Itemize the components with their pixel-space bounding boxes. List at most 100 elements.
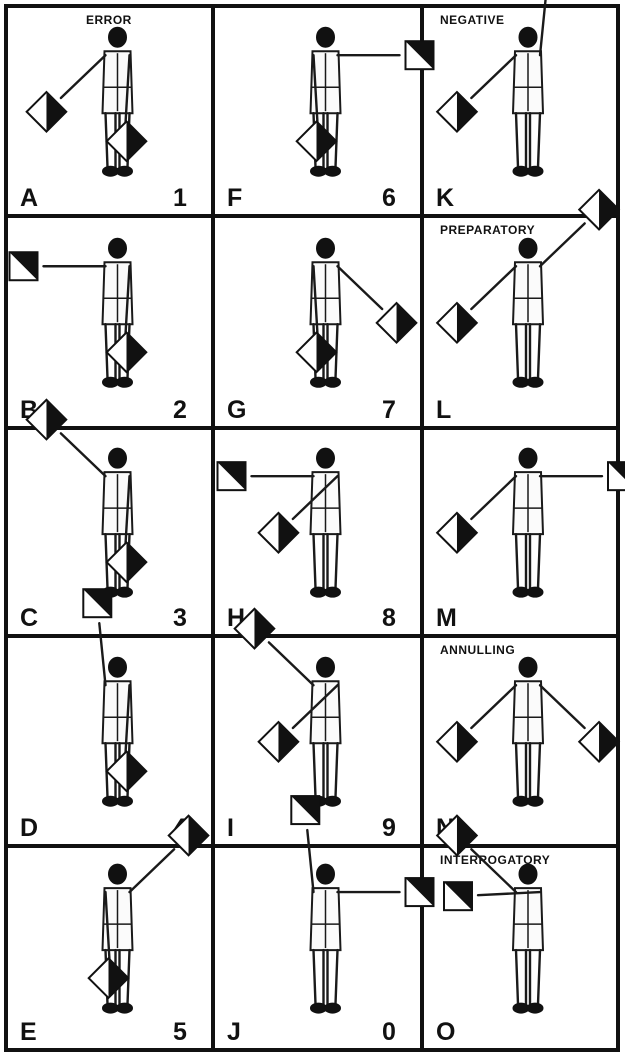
legs (314, 743, 338, 797)
left-flag (107, 751, 147, 791)
boot (527, 1003, 543, 1013)
cell-caption: NEGATIVE (440, 13, 504, 27)
left-flag (406, 878, 434, 906)
cell-letter: K (436, 184, 454, 212)
cell-number: 0 (382, 1018, 396, 1046)
head (317, 238, 335, 258)
cell-letter: A (20, 184, 38, 212)
cell-letter: I (227, 814, 234, 842)
left-flag (444, 882, 472, 910)
right-arm (61, 433, 106, 476)
right-arm (471, 266, 516, 309)
cell-number: 6 (382, 184, 396, 212)
cell-letter: F (227, 184, 242, 212)
boot (325, 1003, 341, 1013)
signaller-figure (437, 657, 619, 806)
left-arm (338, 266, 383, 309)
head (317, 657, 335, 677)
cell-h: H8 (218, 448, 397, 632)
cell-caption: ERROR (86, 13, 132, 27)
legs (314, 534, 338, 588)
signaller-figure (437, 448, 625, 597)
cell-number: 1 (173, 184, 187, 212)
boot (527, 166, 543, 176)
cell-number: 3 (173, 604, 187, 632)
cell-letter: M (436, 604, 457, 632)
legs (516, 743, 540, 797)
cell-letter: D (20, 814, 38, 842)
head (519, 27, 537, 47)
right-flag (218, 462, 246, 490)
cell-letter: J (227, 1018, 241, 1046)
head (109, 27, 127, 47)
head (317, 448, 335, 468)
cell-k: NEGATIVE K (436, 0, 562, 212)
boot (325, 587, 341, 597)
cell-number: 8 (382, 604, 396, 632)
cell-letter: G (227, 396, 246, 424)
left-flag (608, 462, 625, 490)
head (109, 238, 127, 258)
cell-letter: C (20, 604, 38, 632)
legs (516, 950, 540, 1004)
signaller-figure (297, 27, 434, 176)
boot (117, 1003, 133, 1013)
right-arm (471, 476, 516, 519)
boot (117, 587, 133, 597)
boot (117, 796, 133, 806)
cell-a: ERROR A 1 (20, 13, 187, 212)
legs (314, 950, 338, 1004)
right-arm (99, 623, 105, 685)
left-arm (130, 849, 175, 892)
right-arm (471, 55, 516, 98)
signaller-figure (218, 448, 341, 597)
head (519, 448, 537, 468)
head (519, 238, 537, 258)
cell-caption: ANNULLING (440, 643, 515, 657)
boot (325, 166, 341, 176)
cell-m: M (436, 448, 625, 632)
head (109, 864, 127, 884)
cell-letter: L (436, 396, 451, 424)
signaller-figure (235, 609, 341, 806)
legs (516, 534, 540, 588)
boot (325, 796, 341, 806)
head (109, 448, 127, 468)
boot (117, 377, 133, 387)
right-flag (89, 958, 129, 998)
legs (516, 113, 540, 167)
left-flag (406, 41, 434, 69)
right-flag (83, 589, 111, 617)
head (317, 27, 335, 47)
boot (527, 796, 543, 806)
boot (527, 587, 543, 597)
cells-layer: ERRORA1F6NEGATIVEKB2G7PREPARATORYLC3H8MD… (10, 0, 625, 1046)
left-flag (107, 332, 147, 372)
right-arm (269, 642, 314, 685)
boot (527, 377, 543, 387)
cell-number: 5 (173, 1018, 187, 1046)
boot (325, 377, 341, 387)
right-flag (291, 796, 319, 824)
cell-e: E5 (20, 816, 208, 1046)
signaller-figure (437, 190, 619, 387)
boot (117, 166, 133, 176)
cell-letter: O (436, 1018, 455, 1046)
cell-g: G7 (227, 238, 416, 424)
cell-number: 2 (173, 396, 187, 424)
left-arm (540, 685, 585, 728)
signaller-figure (297, 238, 417, 387)
left-flag (107, 121, 147, 161)
signaller-figure (83, 589, 146, 806)
cell-number: 7 (382, 396, 396, 424)
right-arm (471, 685, 516, 728)
head (519, 657, 537, 677)
cell-d: D4 (20, 589, 187, 842)
cell-letter: E (20, 1018, 37, 1046)
right-flag (297, 121, 337, 161)
cell-o: INTERROGATORYO (436, 816, 550, 1046)
signaller-figure (10, 238, 147, 387)
